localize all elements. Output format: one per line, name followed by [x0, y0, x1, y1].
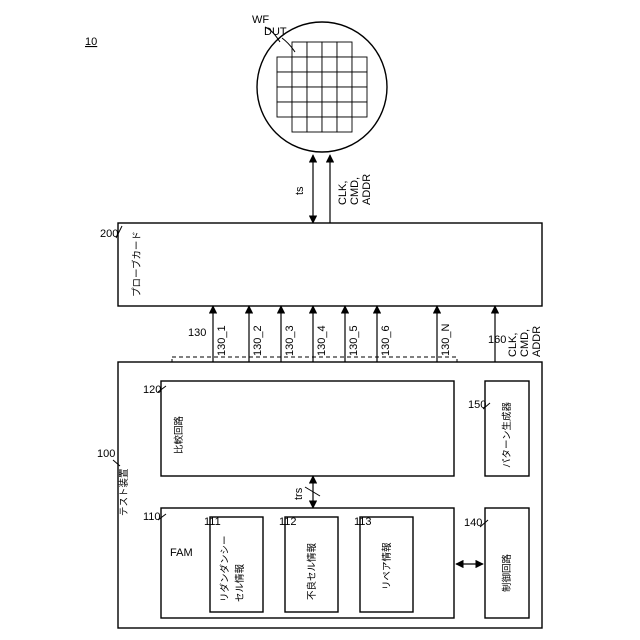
pattern-sig-2: CMD, [519, 329, 531, 357]
die-cell [292, 87, 307, 102]
probe-card-box [118, 223, 542, 306]
probe-sig-3: ADDR [361, 174, 373, 205]
channel-label: 130_4 [316, 325, 328, 356]
comparator-name: 比較回路 [173, 415, 185, 454]
die-cell [292, 117, 307, 132]
redundancy-cell-info-line1: リダンダンシー [219, 535, 231, 602]
controller-ref: 140 [464, 517, 482, 529]
die-cell [337, 42, 352, 57]
fam-name: FAM [170, 547, 193, 559]
defect-cell-info-line1: 不良セル情報 [306, 542, 318, 600]
die-cell [307, 102, 322, 117]
probe-sig-2: CMD, [349, 177, 361, 205]
die-cell [322, 117, 337, 132]
die-cell [352, 102, 367, 117]
die-cell [352, 72, 367, 87]
die-cell [322, 102, 337, 117]
die-cell [277, 87, 292, 102]
redundancy-cell-info-ref: 111 [204, 516, 221, 528]
pattern-channel-ref: 160 [488, 334, 506, 346]
fam: 110 FAM 111 リダンダンシー セル情報 112 不良セル情報 113 … [143, 508, 454, 618]
die-cell [337, 87, 352, 102]
wafer-label: WF [252, 14, 269, 26]
probe-signal-labels: CLK, CMD, ADDR [337, 174, 373, 205]
die-cell [337, 117, 352, 132]
channel-label: 130_6 [380, 325, 392, 356]
die-cell [337, 72, 352, 87]
die-cell [277, 102, 292, 117]
channel-label: 130_5 [348, 325, 360, 356]
die-cell [277, 72, 292, 87]
probe-sig-1: CLK, [337, 181, 349, 205]
comparator-box [161, 381, 454, 476]
pattern-generator-ref: 150 [468, 399, 486, 411]
die-cell [292, 72, 307, 87]
die-cell [307, 87, 322, 102]
die-cell [307, 72, 322, 87]
die-cell [307, 117, 322, 132]
die-cell [307, 42, 322, 57]
probe-card: 200 プローブカード [100, 223, 542, 306]
die-cell [352, 57, 367, 72]
svg-text:ts: ts [294, 186, 306, 195]
channel-label: 130_N [440, 324, 452, 356]
channel-label: 130_1 [216, 325, 228, 356]
probe-card-ref: 200 [100, 228, 118, 240]
die-cell [277, 57, 292, 72]
controller-name: 制御回路 [501, 553, 513, 592]
pattern-sig-3: ADDR [531, 326, 543, 357]
defect-cell-info-ref: 112 [279, 516, 297, 528]
channel-label: 130_2 [252, 325, 264, 356]
pattern-generator-name: パターン生成器 [501, 401, 513, 468]
die-cell [352, 87, 367, 102]
die-cell [322, 87, 337, 102]
ts-label: ts [294, 186, 306, 195]
test-device-name: テスト装置 [118, 468, 130, 516]
repair-info-ref: 113 [354, 516, 372, 528]
trs-label: trs [293, 487, 305, 500]
die-cell [292, 102, 307, 117]
wafer: WF DUT [252, 14, 387, 152]
comparator-ref: 120 [143, 384, 161, 396]
probe-card-name: プローブカード [131, 231, 143, 297]
die-cell [322, 72, 337, 87]
channel-label: 130_3 [284, 325, 296, 356]
die-cell [292, 57, 307, 72]
die-cell [322, 42, 337, 57]
channel-group-ref: 130 [188, 327, 206, 339]
pattern-channel: 160 CLK, CMD, ADDR [488, 306, 543, 369]
die-cell [337, 57, 352, 72]
repair-info-line1: リペア情報 [381, 542, 393, 590]
redundancy-cell-info-line2: セル情報 [234, 563, 246, 602]
test-device-ref: 100 [97, 448, 115, 460]
pattern-sig-1: CLK, [507, 333, 519, 357]
die-cell [322, 57, 337, 72]
die-cell [292, 42, 307, 57]
figure-ref: 10 [85, 36, 97, 48]
die-cell [337, 102, 352, 117]
die-cell [307, 57, 322, 72]
fam-ref: 110 [143, 511, 161, 523]
comparator: 120 比較回路 [143, 381, 454, 476]
